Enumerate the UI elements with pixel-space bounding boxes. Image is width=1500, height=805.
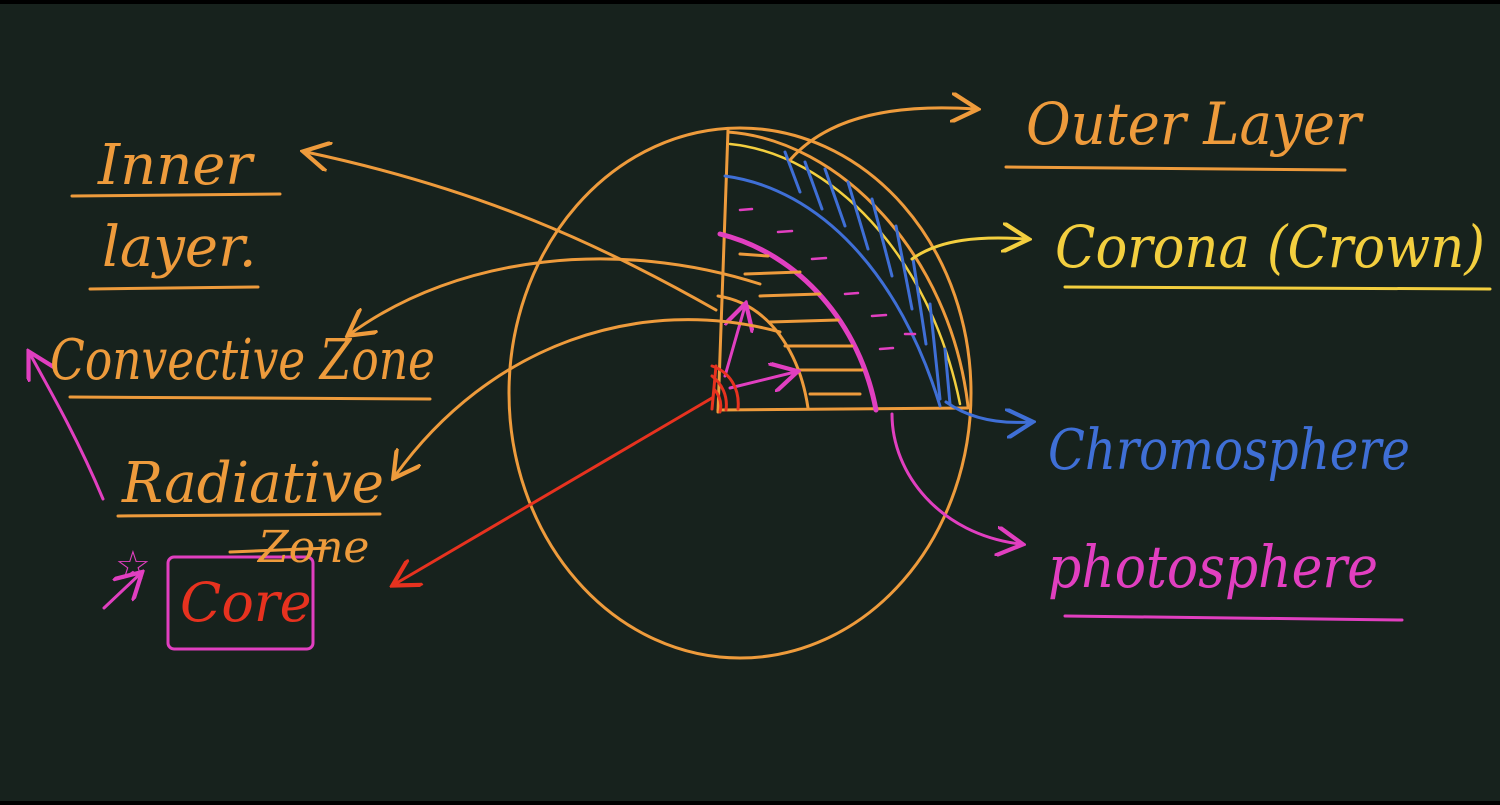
label-corona: Corona (Crown) (1055, 213, 1485, 281)
chromosphere-boundary (723, 174, 942, 408)
core-scribble (710, 364, 740, 414)
labels: Inner layer. Convective Zone Radiative Z… (50, 90, 1485, 634)
arrow-corona (910, 238, 1026, 261)
sun-diagram: Inner layer. Convective Zone Radiative Z… (0, 90, 1492, 660)
label-chromosphere: Chromosphere (1048, 418, 1410, 483)
label-core: Core (180, 571, 312, 634)
radiative-arrow (723, 306, 745, 378)
arrow-outer-layer (788, 108, 975, 162)
arrow-left-up (30, 354, 105, 501)
photosphere-boundary (717, 231, 879, 413)
radiative-arrow-2 (728, 372, 795, 388)
wedge-horizontal-axis (716, 406, 970, 412)
arrow-core (395, 396, 714, 584)
arrow-radiative-zone (395, 318, 782, 476)
label-radiative-zone-line1: Radiative (121, 451, 384, 516)
arrow-photosphere (890, 412, 1020, 544)
photosphere-dashes (738, 207, 917, 351)
label-photosphere: photosphere (1048, 533, 1378, 601)
chromosphere-hatching (783, 150, 952, 406)
label-inner-layer-line2: layer. (102, 215, 257, 280)
pointer-arrows (30, 108, 1030, 610)
wedge-outer-arc (726, 130, 970, 408)
arrow-inner-layer (306, 152, 718, 312)
label-radiative-zone-line2: Zone (256, 522, 369, 573)
label-inner-layer-line1: Inner (97, 133, 255, 198)
arrow-star (102, 574, 140, 610)
sun-structure (507, 126, 973, 660)
core-box (166, 555, 315, 651)
arrow-chromosphere (944, 400, 1030, 422)
star-mark: ☆ (115, 543, 151, 589)
corona-boundary (728, 142, 962, 406)
convective-zone-stripes (738, 252, 864, 396)
sun-outline (507, 126, 973, 660)
underlines (68, 165, 1492, 622)
label-outer-layer: Outer Layer (1026, 90, 1364, 158)
arrow-convective-zone (350, 257, 762, 334)
label-convective-zone: Convective Zone (50, 328, 435, 393)
